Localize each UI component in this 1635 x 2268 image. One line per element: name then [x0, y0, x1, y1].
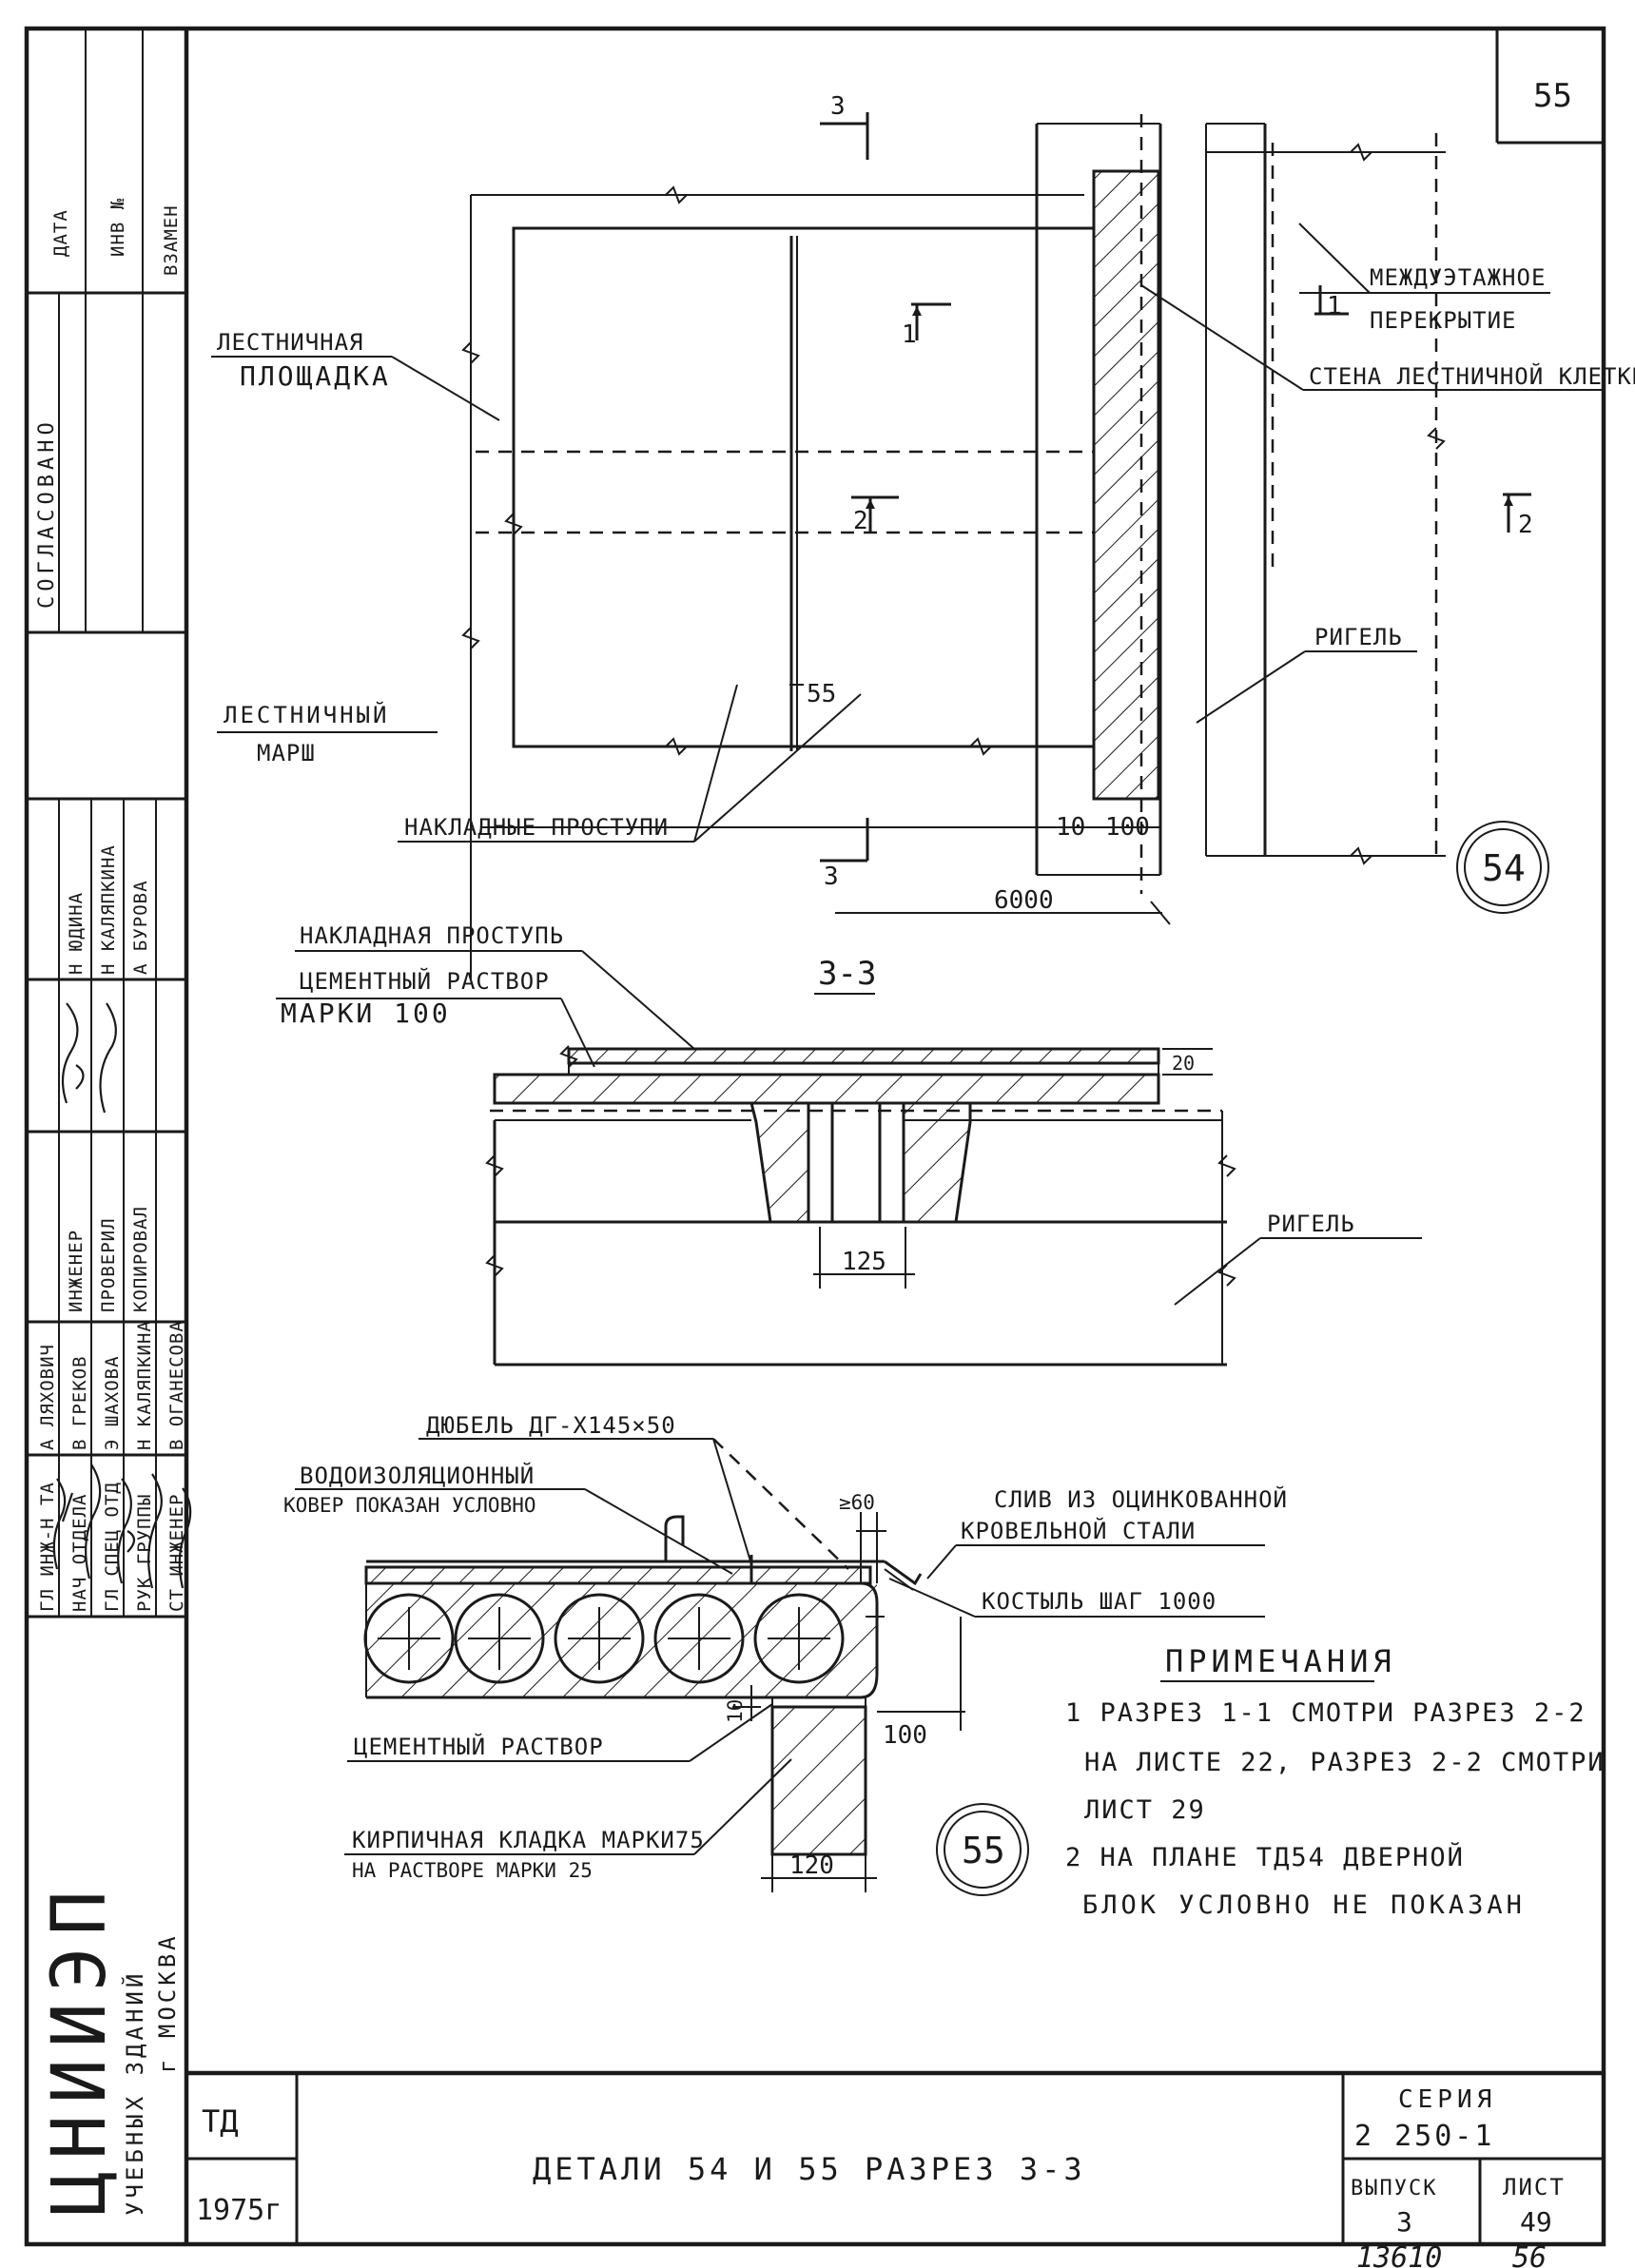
sheet-frame: [24, 26, 1606, 2247]
label-waterproof-1: ВОДОИЗОЛЯЦИОННЫЙ: [300, 1462, 535, 1489]
label-cement-mortar: ЦЕМЕНТНЫЙ РАСТВОР: [354, 1733, 604, 1760]
label-rigel: РИГЕЛЬ: [1314, 624, 1403, 650]
stamp-name-3: Н КАЛЯПКИНА: [134, 1320, 155, 1450]
cut3-top-label: 3: [830, 92, 846, 121]
dim-60: ≥60: [839, 1491, 875, 1514]
label-dowel: ДЮБЕЛЬ ДГ-Х145×50: [426, 1412, 676, 1439]
note-line-3: ЛИСТ 29: [1084, 1795, 1206, 1825]
dim-100: 100: [1105, 813, 1150, 842]
title-block: [186, 2070, 1604, 2244]
stamp-name-2: Э ШАХОВА: [102, 1355, 123, 1450]
cut1b-label: 1: [1327, 292, 1342, 320]
section-3-3-title: 3-3: [818, 955, 876, 993]
stamp-role2-1: ПРОВЕРИЛ: [98, 1217, 119, 1312]
issue-value: 3: [1396, 2206, 1412, 2238]
section-3-3: [485, 1045, 1236, 1367]
detail-54-number: 54: [1482, 847, 1526, 889]
label-overlay-step: НАКЛАДНАЯ ПРОСТУПЬ: [300, 922, 564, 949]
label-rigel-2: РИГЕЛЬ: [1267, 1211, 1355, 1237]
issue-label: ВЫПУСК: [1351, 2177, 1437, 2200]
sheet-value: 49: [1520, 2206, 1552, 2238]
label-brick-2: НА РАСТВОРЕ МАРКИ 25: [352, 1859, 593, 1882]
label-brick-1: КИРПИЧНАЯ КЛАДКА МАРКИ75: [352, 1827, 705, 1853]
detail-54-marker: [1456, 821, 1549, 914]
label-flight-2: МАРШ: [257, 740, 316, 766]
sheet-label: ЛИСТ: [1503, 2174, 1566, 2200]
title-code: ТД: [202, 2103, 239, 2140]
stamp-name-1: В ГРЕКОВ: [69, 1355, 90, 1450]
detail-55-marker: [936, 1803, 1029, 1896]
cut3-bottom-label: 3: [824, 863, 839, 891]
label-waterproof-2: КОВЕР ПОКАЗАН УСЛОВНО: [283, 1494, 536, 1517]
cut2b-label: 2: [1518, 511, 1533, 539]
stamp-role-2: ГЛ СПЕЦ ОТД: [102, 1482, 123, 1612]
label-drain-1: СЛИВ ИЗ ОЦИНКОВАННОЙ: [994, 1485, 1288, 1513]
dim-10: 10: [1056, 813, 1085, 842]
label-landing-1: ЛЕСТНИЧНАЯ: [217, 329, 364, 356]
stamp-inv: ИНВ №: [107, 198, 128, 257]
label-landing-2: ПЛОЩАДКА: [240, 360, 391, 392]
org-abbr: ЦНИИЭП: [37, 1879, 123, 2216]
org-line2: г МОСКВА: [154, 1932, 181, 2073]
dim-125: 125: [842, 1248, 886, 1276]
series-value: 2 250-1: [1354, 2120, 1494, 2153]
stamp-role2-0: ИНЖЕНЕР: [66, 1230, 87, 1312]
org-line1: УЧЕБНЫХ ЗДАНИЙ: [121, 1970, 148, 2216]
dim-55: 55: [807, 680, 836, 708]
stamp-date: ДАТА: [50, 209, 71, 257]
label-cement-mortar-grade-2: МАРКИ 100: [281, 998, 451, 1029]
cut1-label: 1: [902, 320, 917, 349]
sheet-number-top: 55: [1533, 77, 1572, 115]
stamp-role-3: РУК ГРУППЫ: [134, 1494, 155, 1612]
label-crutch: КОСТЫЛЬ ШАГ 1000: [982, 1588, 1217, 1615]
signatures: [52, 1002, 192, 1589]
stamp-replace: ВЗАМЕН: [161, 204, 182, 276]
stamp-name2-0: Н ЮДИНА: [66, 892, 87, 975]
label-cement-mortar-grade-1: ЦЕМЕНТНЫЙ РАСТВОР: [300, 967, 550, 995]
label-overlay-steps: НАКЛАДНЫЕ ПРОСТУПИ: [404, 814, 669, 841]
dim-20: 20: [1172, 1052, 1195, 1075]
note-line-2: НА ЛИСТЕ 22, РАЗРЕЗ 2-2 СМОТРИ: [1084, 1748, 1606, 1777]
archive-number: 13610: [1356, 2241, 1442, 2268]
dim-120: 120: [789, 1851, 834, 1880]
dim-6000: 6000: [994, 886, 1054, 915]
label-floor-slab-2: ПЕРЕКРЫТИЕ: [1370, 307, 1517, 334]
label-floor-slab-1: МЕЖДУЭТАЖНОЕ: [1370, 264, 1546, 291]
label-drain-2: КРОВЕЛЬНОЙ СТАЛИ: [961, 1517, 1196, 1544]
note-line-5: БЛОК УСЛОВНО НЕ ПОКАЗАН: [1082, 1890, 1526, 1920]
dim-10b: 10: [724, 1699, 747, 1723]
detail-55-number: 55: [962, 1830, 1005, 1871]
stamp-role2-2: КОПИРОВАЛ: [130, 1206, 151, 1312]
note-line-4: 2 НА ПЛАНЕ ТД54 ДВЕРНОЙ: [1065, 1842, 1465, 1872]
stamp-role-1: НАЧ ОТДЕЛА: [69, 1494, 90, 1612]
stamp-name2-2: А БУРОВА: [130, 880, 151, 975]
label-flight-1: ЛЕСТНИЧНЫЙ: [224, 701, 390, 728]
archive-sheet: 56: [1512, 2241, 1547, 2268]
note-line-1: 1 РАЗРЕЗ 1-1 СМОТРИ РАЗРЕЗ 2-2: [1065, 1698, 1586, 1728]
stamp-name2-1: Н КАЛЯПКИНА: [98, 844, 119, 975]
notes-title: ПРИМЕЧАНИЯ: [1165, 1643, 1396, 1679]
title-year: 1975г: [196, 2194, 282, 2227]
stamp-name-0: А ЛЯХОВИЧ: [37, 1344, 58, 1450]
dim-100b: 100: [883, 1721, 927, 1750]
stamp-name-4: В ОГАНЕСОВА: [166, 1320, 187, 1450]
label-stair-wall: СТЕНА ЛЕСТНИЧНОЙ КЛЕТКИ: [1309, 362, 1635, 390]
cut-markers: [820, 112, 1531, 863]
cut2-label: 2: [853, 507, 868, 535]
stamp-approved: СОГЛАСОВАНО: [35, 417, 59, 609]
series-label: СЕРИЯ: [1398, 2085, 1496, 2114]
stamp-role-4: СТ ИНЖЕНЕР: [166, 1494, 187, 1612]
detail-55-slab: [363, 1512, 965, 1892]
drawing-title: ДЕТАЛИ 54 И 55 РАЗРЕЗ 3-3: [533, 2151, 1086, 2187]
stamp-role-0: ГЛ ИНЖ-Н ТА: [37, 1482, 58, 1612]
detail-54-plan: [461, 114, 1446, 979]
